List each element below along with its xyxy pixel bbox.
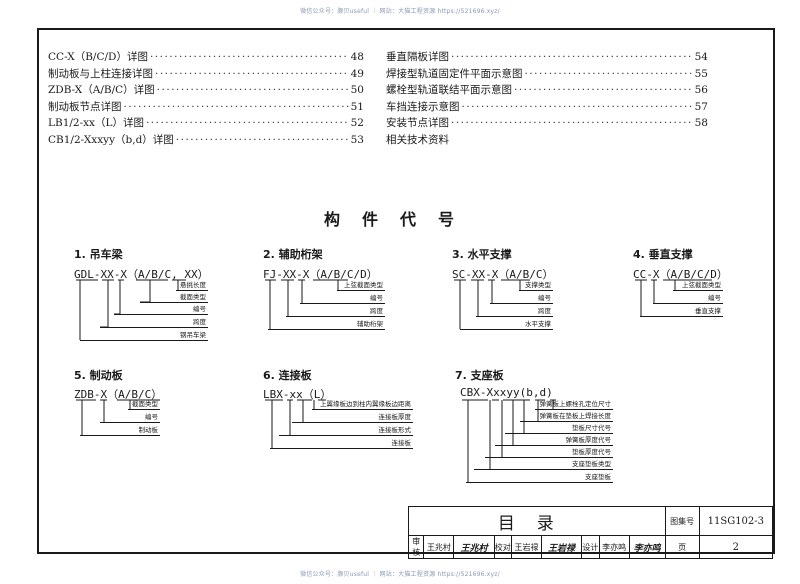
- toc-entry[interactable]: 焊接型轨道固定件平面示意图55: [386, 66, 708, 83]
- review-label: 审核: [407, 535, 425, 559]
- component-title: 1. 吊车梁: [74, 248, 123, 261]
- toc-right-column: 垂直隔板详图54 焊接型轨道固定件平面示意图55 螺栓型轨道联结平面示意图56 …: [386, 49, 708, 149]
- code-label: 悬挑长度: [176, 281, 208, 291]
- code-label: 制动板: [80, 426, 160, 436]
- code-label: 支撑类型: [519, 281, 553, 291]
- component-code: CC-X（A/B/C/D）: [633, 268, 728, 281]
- page-label: 页: [664, 535, 700, 559]
- code-label: 编号: [100, 413, 160, 423]
- title-block: 目录 图集号 11SG102-3 审核 王兆村 王兆村 校对 王岩禄 王岩禄 设…: [407, 506, 774, 559]
- watermark-bottom: 微信公众号：豚贝useful ｜ 网站：大猫工程资源 https://52169…: [300, 571, 500, 578]
- toc-entry[interactable]: 制动板节点详图51: [48, 99, 364, 116]
- component-code: GDL-XX-X（A/B/C, XX）: [74, 268, 209, 281]
- code-label: 弹簧板厚度代号: [495, 436, 613, 446]
- code-label: 跨度: [100, 318, 208, 328]
- watermark-top: 微信公众号：豚贝useful ｜ 网站：大猫工程资源 https://52169…: [300, 8, 500, 15]
- code-label: 辅助桁架: [268, 320, 385, 330]
- code-label: 编号: [114, 305, 208, 315]
- toc-entry[interactable]: 车挡连接示意图57: [386, 99, 708, 116]
- code-label: 上弦截面类型: [673, 281, 723, 291]
- code-label: 垫板厚度代号: [485, 448, 613, 458]
- toc-entry-no-page[interactable]: 相关技术资料: [386, 133, 449, 146]
- check-label: 校对: [493, 535, 513, 559]
- toc-entry[interactable]: ZDB-X（A/B/C）详图50: [48, 82, 364, 99]
- code-label: 上弦截面类型: [337, 281, 385, 291]
- code-label: 编号: [653, 294, 723, 304]
- component-code: FJ-XX-X（A/B/C/D）: [263, 268, 378, 281]
- code-label: 钢吊车梁: [80, 331, 208, 341]
- section-title: 构件代号: [323, 210, 476, 229]
- code-label: 跨度: [286, 307, 385, 317]
- component-code: ZDB-X（A/B/C）: [74, 388, 163, 401]
- component-code: CBX-Xxxyy(b,d): [460, 386, 553, 399]
- code-label: 编号: [300, 294, 385, 304]
- toc-entry[interactable]: 螺栓型轨道联结平面示意图56: [386, 82, 708, 99]
- toc-entry[interactable]: LB1/2-xx（L）详图52: [48, 115, 364, 132]
- drawing-frame: [37, 28, 775, 554]
- toc-entry[interactable]: CB1/2-Xxxyy（b,d）详图53: [48, 132, 364, 149]
- component-title: 4. 垂直支撑: [633, 248, 693, 261]
- code-label: 上翼缘板边到柱内翼缘板边距离: [312, 400, 413, 410]
- code-label: 弹簧板上螺栓孔定位尺寸: [535, 400, 613, 410]
- code-label: 垫板尺寸代号: [505, 424, 613, 434]
- checker-signature: 王岩禄: [540, 535, 583, 559]
- code-label: 支座垫板类型: [474, 460, 613, 470]
- code-label: 支座垫板: [466, 473, 613, 483]
- code-label: 截面类型: [128, 400, 160, 410]
- designer-name: 李亦鸣: [598, 535, 630, 559]
- code-label: 跨度: [476, 307, 553, 317]
- code-label: 垂直支撑: [640, 307, 723, 317]
- code-label: 截面类型: [140, 293, 208, 303]
- code-label: 水平支撑: [460, 320, 553, 330]
- atlas-number: 11SG102-3: [698, 506, 774, 536]
- toc-entry[interactable]: 安装节点详图58: [386, 115, 708, 132]
- toc-entry[interactable]: 垂直隔板详图54: [386, 49, 708, 66]
- component-code: SC-XX-X（A/B/C）: [452, 268, 554, 281]
- code-label: 连接板: [270, 439, 413, 449]
- code-label: 编号: [490, 294, 553, 304]
- code-label: 弹簧板在垫板上焊接长度: [520, 412, 613, 422]
- component-code: LBX-xx（L）: [263, 388, 332, 401]
- component-title: 7. 支座板: [455, 369, 504, 382]
- code-label: 连接板厚度: [292, 413, 413, 423]
- checker-name: 王岩禄: [511, 535, 542, 559]
- reviewer-name: 王兆村: [423, 535, 455, 559]
- atlas-label: 图集号: [664, 506, 700, 536]
- title-block-title: 目录: [408, 506, 666, 536]
- code-label: 连接板形式: [279, 426, 413, 436]
- component-title: 5. 制动板: [74, 369, 123, 382]
- design-label: 设计: [581, 535, 600, 559]
- designer-signature: 李亦鸣: [628, 535, 666, 559]
- toc-entry[interactable]: CC-X（B/C/D）详图48: [48, 49, 364, 66]
- toc-entry[interactable]: 制动板与上柱连接详图49: [48, 66, 364, 83]
- component-title: 3. 水平支撑: [452, 248, 512, 261]
- toc-left-column: CC-X（B/C/D）详图48 制动板与上柱连接详图49 ZDB-X（A/B/C…: [48, 49, 364, 149]
- page-number: 2: [698, 535, 774, 559]
- component-title: 2. 辅助桁架: [263, 248, 323, 261]
- component-title: 6. 连接板: [263, 369, 312, 382]
- reviewer-signature: 王兆村: [453, 535, 495, 559]
